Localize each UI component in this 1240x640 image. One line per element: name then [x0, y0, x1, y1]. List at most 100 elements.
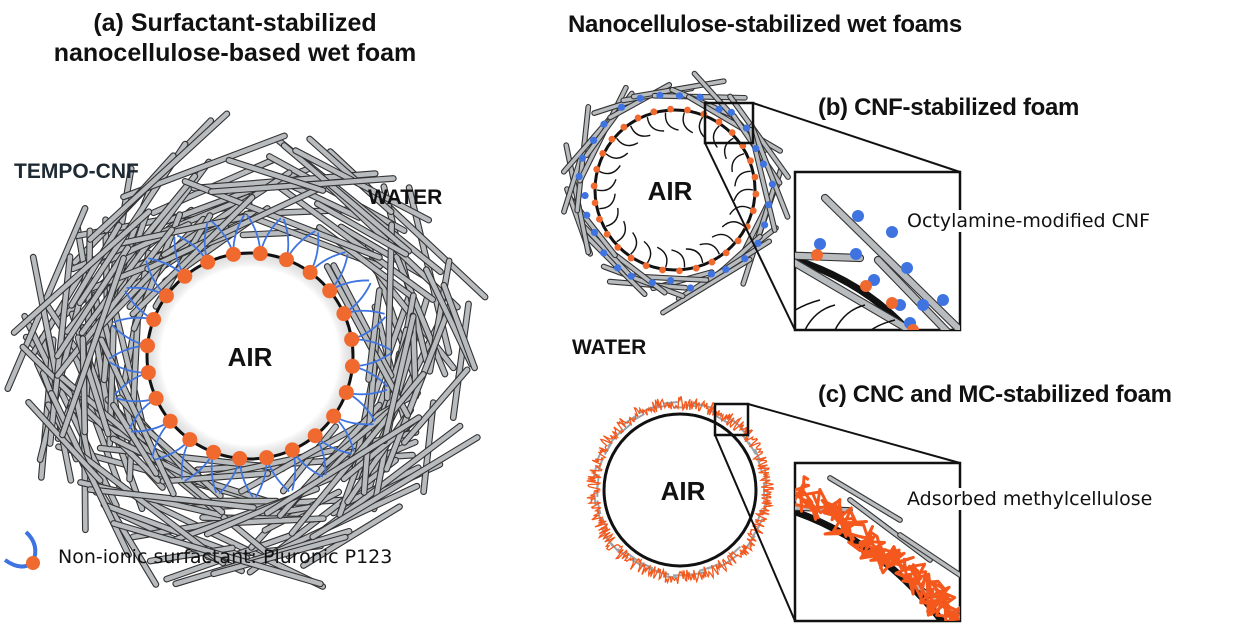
blue-group [600, 120, 608, 128]
octyl-tail [616, 137, 639, 147]
octyl-tail [671, 249, 686, 268]
cnf-fiber [293, 148, 431, 223]
octyl-tail [682, 112, 694, 134]
inset-blue-group [901, 262, 913, 274]
inset-orange-group [907, 324, 919, 330]
blue-group [600, 249, 608, 257]
octyl-tail [664, 112, 679, 131]
blue-group [765, 201, 773, 209]
cnc-rod [747, 441, 757, 455]
methylcellulose-chain [586, 396, 775, 585]
cnf-fiber [315, 201, 409, 257]
orange-group [684, 106, 691, 114]
cnf-fiber [111, 402, 159, 476]
cnf-fiber [366, 288, 382, 382]
orange-group [650, 108, 658, 116]
right-header-title: Nanocellulose-stabilized wet foams [568, 11, 962, 38]
surfactant-head [278, 252, 294, 268]
blue-group [752, 144, 760, 153]
zoom-region-c [713, 402, 750, 437]
octyl-tail [630, 232, 638, 255]
surfactant-head [140, 365, 156, 381]
cnf-fiber [384, 301, 453, 472]
octyl-tail [616, 220, 627, 243]
octyl-tail [733, 188, 754, 201]
cnf-fiber-b [661, 257, 752, 315]
cnf-fiber [30, 266, 87, 358]
cnf-fiber [281, 424, 338, 494]
zoom-region-b [703, 101, 755, 145]
inset-methylcellulose [795, 475, 960, 621]
panel-b-title: (b) CNF-stabilized foam [818, 94, 1080, 121]
inset-tail [869, 319, 896, 330]
surfactant-head [232, 450, 248, 466]
inset-cnc-rod [898, 533, 960, 577]
surfactant-head [307, 428, 323, 444]
orange-group [596, 215, 603, 223]
inset-orange-group [811, 249, 823, 261]
panel-c-title: (c) CNC and MC-stabilized foam [818, 381, 1172, 408]
surfactant-head [338, 384, 354, 400]
surfactant-head [148, 390, 164, 406]
air-bubble-a [145, 251, 355, 461]
blue-group [754, 239, 762, 247]
air-bubble-c [602, 412, 758, 568]
cnf-fiber [87, 111, 230, 242]
zoom-line-b-bottom [704, 142, 796, 331]
orange-group [620, 123, 628, 131]
surfactant-head [326, 408, 342, 424]
cnf-fiber-b [750, 124, 790, 219]
octyl-tail [605, 207, 619, 227]
cnc-rod [714, 414, 728, 424]
inset-blue-group [852, 210, 864, 222]
inset-blue-group [850, 248, 862, 260]
blue-group [759, 160, 768, 168]
cnc-rod [639, 561, 654, 570]
orange-group [728, 129, 736, 136]
orange-group [659, 266, 666, 274]
octyl-tail [711, 233, 734, 243]
octyl-tail [643, 240, 652, 264]
octyl-tail [630, 125, 651, 137]
blue-group [722, 265, 730, 273]
cnf-fiber [301, 504, 402, 568]
orange-group [708, 258, 716, 266]
blue-group [715, 105, 723, 113]
octyl-tail [731, 153, 745, 173]
inset-detail-b [795, 193, 960, 330]
orange-group [608, 135, 616, 143]
blue-group [686, 284, 695, 292]
inset-orange-group [860, 280, 872, 292]
blue-group [590, 228, 599, 237]
surfactant-head [162, 413, 178, 429]
cnf-fiber [276, 184, 435, 302]
panel-a-title-line2: nanocellulose-based wet foam [53, 39, 417, 67]
cnf-fiber [69, 223, 122, 308]
orange-group [591, 199, 599, 207]
cnf-fiber [5, 206, 88, 391]
tempo-cnf-label: TEMPO-CNF [14, 160, 139, 183]
cnf-fiber [60, 256, 126, 438]
zoom-line-c-top [747, 403, 961, 464]
octyl-tail [598, 165, 621, 175]
cnf-fiber [26, 400, 103, 483]
octyl-tail [646, 116, 665, 132]
blue-group [741, 254, 749, 263]
surfactant-head [252, 246, 268, 262]
blue-group [578, 154, 587, 162]
inset-cnc-rod [848, 498, 932, 562]
surfactant-head [336, 306, 352, 322]
octyl-tail [734, 170, 751, 187]
surfactant-head [302, 264, 318, 280]
octyl-tail [605, 152, 629, 159]
cnf-fiber [66, 443, 226, 566]
orange-group [642, 262, 650, 270]
cnf-fiber [264, 415, 422, 516]
blue-group [675, 92, 684, 100]
inset-orange-group [886, 297, 898, 309]
surfactant-head [182, 432, 198, 448]
surfactant-head [322, 283, 338, 299]
blue-group [768, 180, 776, 188]
surfactant-head [146, 312, 162, 328]
orange-group [722, 249, 730, 257]
